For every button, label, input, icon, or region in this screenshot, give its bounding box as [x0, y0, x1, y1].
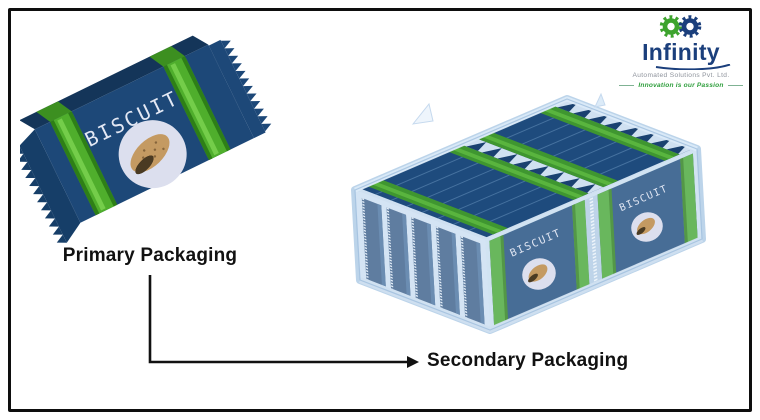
left-face-packet-ends	[355, 190, 490, 331]
primary-packaging-label: Primary Packaging	[62, 245, 238, 266]
package-green-band-right	[149, 46, 231, 161]
package-right-end	[208, 39, 266, 139]
shrink-film-details	[354, 92, 704, 333]
infinity-gears-icon	[659, 15, 702, 38]
secondary-package-illustration: BISCUIT BISCUIT	[351, 92, 706, 334]
primary-package-illustration: BISCUIT	[20, 35, 272, 243]
logo-swoosh	[655, 64, 731, 70]
package-left-serrated-edge	[20, 145, 67, 243]
secondary-packaging-label: Secondary Packaging	[427, 350, 629, 371]
company-logo: Infinity Automated Solutions Pvt. Ltd. I…	[619, 13, 743, 89]
arrowhead-icon	[407, 356, 419, 368]
front-right-medallion	[631, 212, 663, 242]
logo-subtitle: Automated Solutions Pvt. Ltd.	[632, 72, 730, 79]
logo-tagline: Innovation is our Passion	[638, 82, 724, 89]
package-left-end-panel	[20, 129, 81, 243]
package-right-serrated-edge	[220, 40, 272, 132]
logo-brand-text: Infinity	[642, 39, 720, 65]
primary-biscuit-medallion	[118, 120, 187, 189]
flow-arrow	[148, 275, 419, 368]
top-face-fin-rows	[463, 99, 695, 194]
package-green-band-left	[36, 101, 118, 216]
front-left-medallion	[522, 258, 556, 290]
primary-package-body: BISCUIT	[20, 35, 272, 243]
tagline-dash-left	[619, 85, 635, 86]
logo-tagline-row: Innovation is our Passion	[619, 82, 743, 89]
tagline-dash-right	[727, 85, 743, 86]
top-face-packets	[355, 98, 697, 240]
